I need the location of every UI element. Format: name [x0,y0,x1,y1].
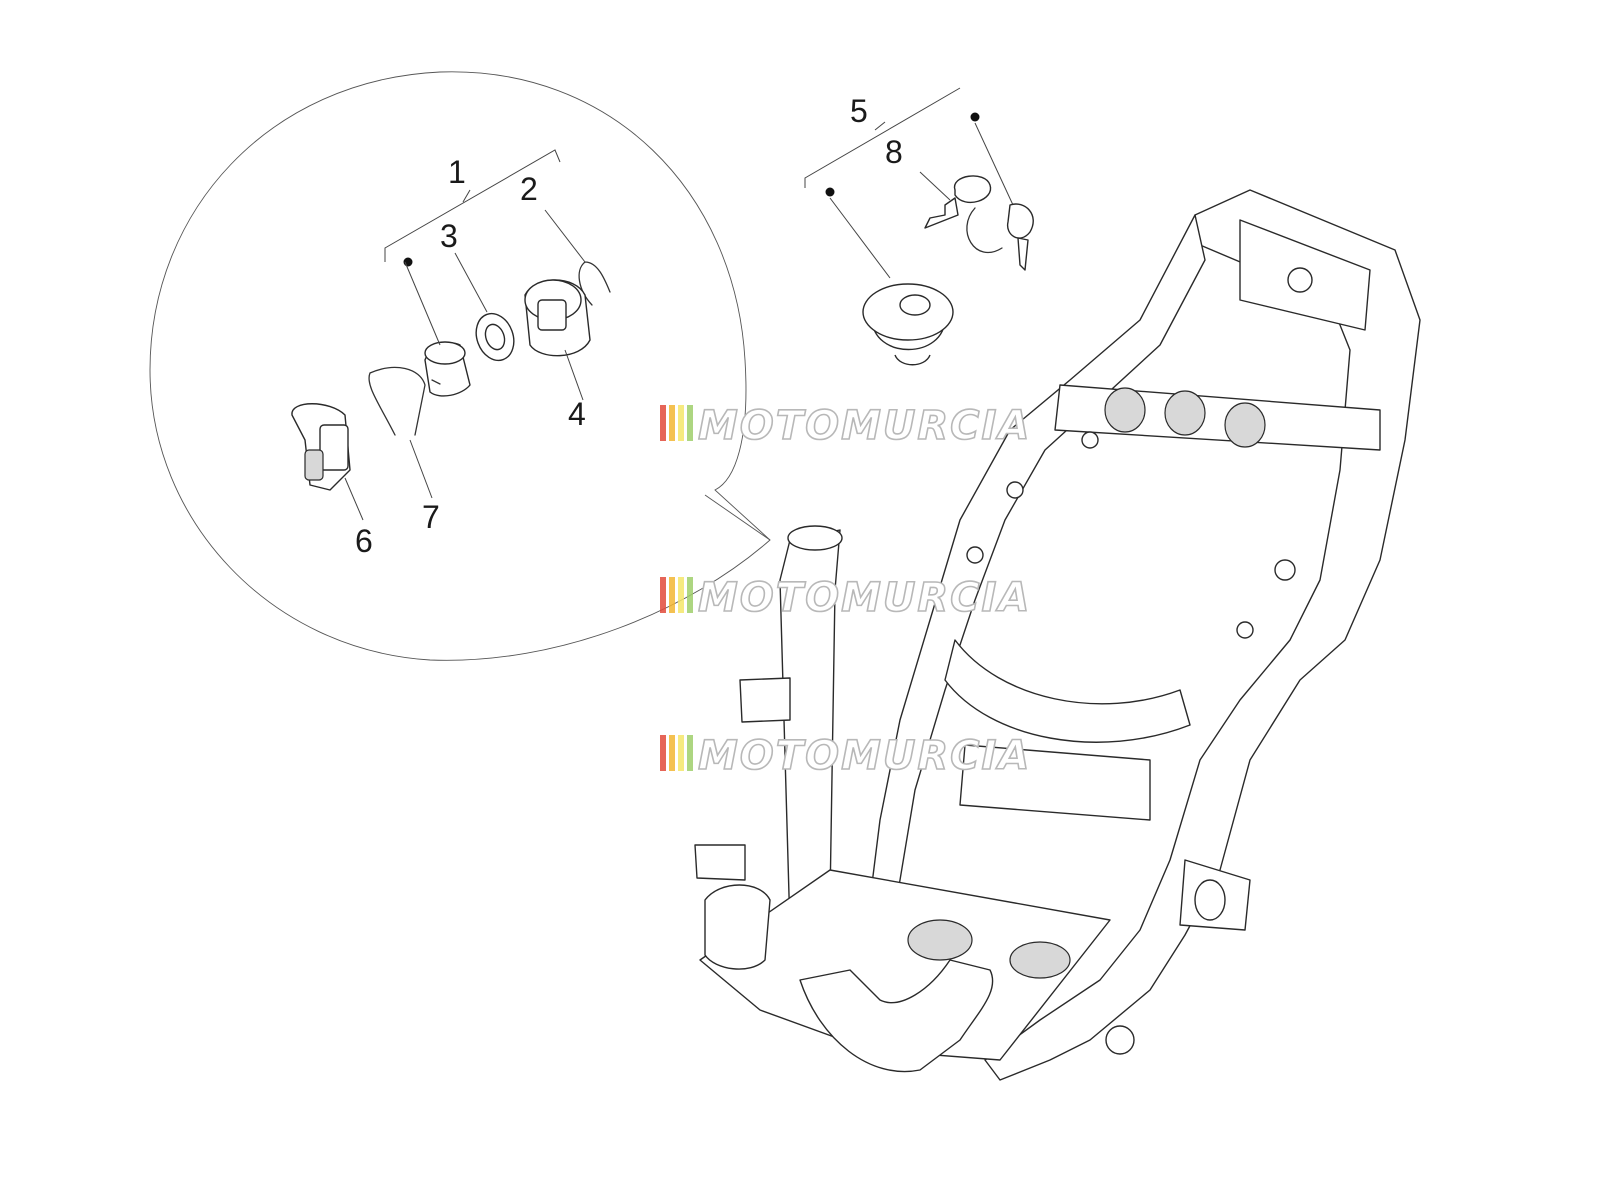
callout-3: 3 [440,218,458,254]
watermark-2: MOTOMURCIA [660,574,1031,622]
part-fuel-cap [862,283,954,366]
stripe-2 [669,405,675,441]
callout-labels: 1 2 3 4 5 6 7 8 [355,93,903,559]
callout-8: 8 [885,134,903,170]
callout-5: 5 [850,93,868,129]
stripe-1 [660,405,666,441]
part-lock-housing [524,279,591,401]
part-lock-cylinder [404,261,471,397]
stripe-1 [660,735,666,771]
callout-1: 1 [448,154,466,190]
watermark-stripes [660,405,693,441]
callout-6: 6 [355,523,373,559]
callout-7: 7 [422,499,440,535]
stripe-4 [687,735,693,771]
watermark-1: MOTOMURCIA [660,402,1031,450]
watermark-text: MOTOMURCIA [698,575,1031,621]
callout-2: 2 [520,171,538,207]
part-clip-bracket [291,403,364,521]
stripe-2 [669,577,675,613]
stripe-4 [687,577,693,613]
callout-4: 4 [568,396,586,432]
part-washer [454,252,515,362]
bracket-group-1 [384,149,561,267]
stripe-1 [660,577,666,613]
watermark-3: MOTOMURCIA [660,732,1031,780]
watermark-stripes [660,735,693,771]
part-wire-spring [368,366,433,499]
stripe-3 [678,577,684,613]
stripe-2 [669,735,675,771]
part-spring-clip [544,209,611,306]
watermark-text: MOTOMURCIA [698,733,1031,779]
stripe-4 [687,405,693,441]
bracket-group-5 [804,87,1014,279]
watermark-text: MOTOMURCIA [698,403,1031,449]
stripe-3 [678,405,684,441]
stripe-3 [678,735,684,771]
scooter-frame [694,189,1421,1081]
detail-bubble [149,71,771,661]
part-keys [924,175,1034,271]
watermark-stripes [660,577,693,613]
